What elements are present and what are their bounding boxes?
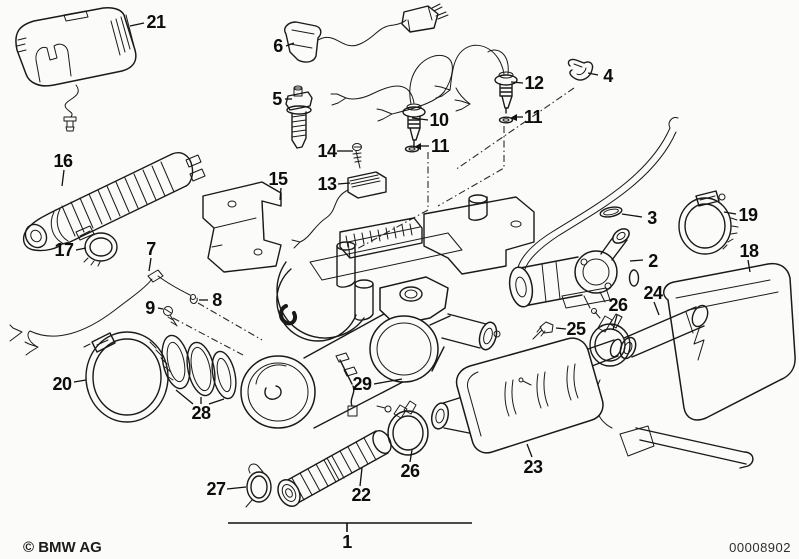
callout-12[interactable]: 12 — [524, 73, 544, 93]
callout-16[interactable]: 16 — [53, 151, 73, 171]
part-29-blower-motor — [369, 276, 501, 383]
part-19-hose-clamp — [678, 190, 739, 255]
construction-lines — [172, 87, 575, 356]
callout-11a[interactable]: 11 — [430, 136, 450, 156]
callout-8[interactable]: 8 — [212, 290, 222, 310]
callout-29[interactable]: 29 — [352, 374, 372, 394]
part-26-clamp-left — [376, 400, 429, 456]
part-11-washer-b — [498, 116, 514, 124]
callout-4[interactable]: 4 — [603, 66, 613, 86]
part-21-cover — [15, 7, 137, 132]
callout-10[interactable]: 10 — [429, 110, 449, 130]
part-6-sensor-lead — [284, 3, 449, 63]
callout-18[interactable]: 18 — [739, 241, 759, 261]
callout-14[interactable]: 14 — [317, 141, 337, 161]
copyright-text: © BMW AG — [23, 539, 102, 556]
assembly-line — [228, 522, 472, 532]
callout-9[interactable]: 9 — [145, 298, 155, 318]
part-2-water-pump — [508, 228, 640, 309]
part-25-screw — [532, 321, 554, 340]
part-24-tail-pipe — [619, 304, 709, 360]
callout-19[interactable]: 19 — [738, 205, 758, 225]
part-9-screw — [163, 306, 178, 327]
document-number: 00008902 — [729, 540, 791, 555]
callout-20[interactable]: 20 — [52, 374, 72, 394]
callout-24[interactable]: 24 — [643, 283, 663, 303]
part-28-seal-rings — [161, 334, 237, 400]
callout-15[interactable]: 15 — [268, 169, 288, 189]
callout-23[interactable]: 23 — [523, 457, 543, 477]
part-17-hose-clamp — [75, 225, 118, 267]
part-22-flex-pipe — [277, 430, 392, 507]
callout-21[interactable]: 21 — [146, 12, 166, 32]
callout-17[interactable]: 17 — [54, 240, 74, 260]
callout-5[interactable]: 5 — [272, 89, 282, 109]
callout-22[interactable]: 22 — [351, 485, 371, 505]
part-15-bracket — [202, 181, 282, 273]
callout-3[interactable]: 3 — [647, 208, 657, 228]
callout-26b[interactable]: 26 — [400, 461, 420, 481]
part-3-o-ring — [599, 206, 623, 218]
part-13-relay — [291, 171, 387, 249]
part-16-intake-hose — [23, 152, 206, 252]
part-14-screw — [352, 143, 362, 169]
callout-7[interactable]: 7 — [146, 239, 156, 259]
heater-unit — [240, 194, 535, 429]
callout-11b[interactable]: 11 — [523, 107, 543, 127]
part-8-clip — [189, 296, 198, 304]
part-12-sensor — [434, 44, 518, 114]
callout-27[interactable]: 27 — [206, 479, 226, 499]
callout-2[interactable]: 2 — [648, 251, 658, 271]
part-10-sensor — [330, 54, 453, 148]
part-23-muffler — [430, 337, 623, 454]
part-11-washer-a — [404, 145, 420, 153]
part-27-clamp — [245, 463, 272, 508]
callout-26a[interactable]: 26 — [608, 295, 628, 315]
callout-25[interactable]: 25 — [566, 319, 586, 339]
part-4-clip — [567, 58, 594, 81]
part-5-glow-plug — [285, 85, 313, 149]
callout-6[interactable]: 6 — [273, 36, 283, 56]
callout-1[interactable]: 1 — [342, 532, 352, 552]
callout-13[interactable]: 13 — [317, 174, 337, 194]
callout-28[interactable]: 28 — [191, 403, 211, 423]
part-20-hose-clamp-large — [83, 331, 174, 423]
leader-lines — [61, 22, 751, 490]
